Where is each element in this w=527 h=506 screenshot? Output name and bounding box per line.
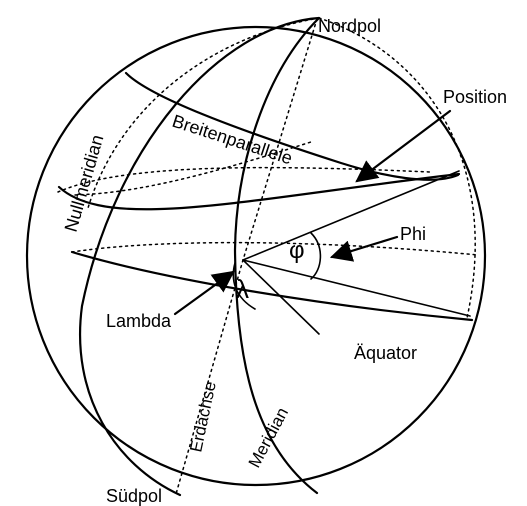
erdachse-label: Erdachse [186, 380, 220, 454]
phi-arrow [332, 237, 397, 257]
phi-symbol: φ [289, 237, 305, 264]
equator-back [72, 243, 478, 255]
equator-front [72, 252, 472, 320]
nordpol-label: Nordpol [318, 16, 381, 36]
nullmeridian-label: Nullmeridian [61, 132, 108, 234]
lambda-label: Lambda [106, 311, 172, 331]
aequator-label: Äquator [354, 343, 417, 363]
angle-phi-line [243, 171, 459, 260]
meridian-back-right [319, 18, 475, 318]
angle-lambda-line [243, 260, 319, 334]
meridian-back-left [88, 18, 319, 208]
suedpol-label: Südpol [106, 486, 162, 506]
breitenparallele-label: Breitenparallele [170, 111, 295, 169]
position-label: Position [443, 87, 507, 107]
angle-phi-arc [311, 233, 320, 279]
lambda-symbol: λ [236, 274, 249, 304]
phi-label: Phi [400, 224, 426, 244]
